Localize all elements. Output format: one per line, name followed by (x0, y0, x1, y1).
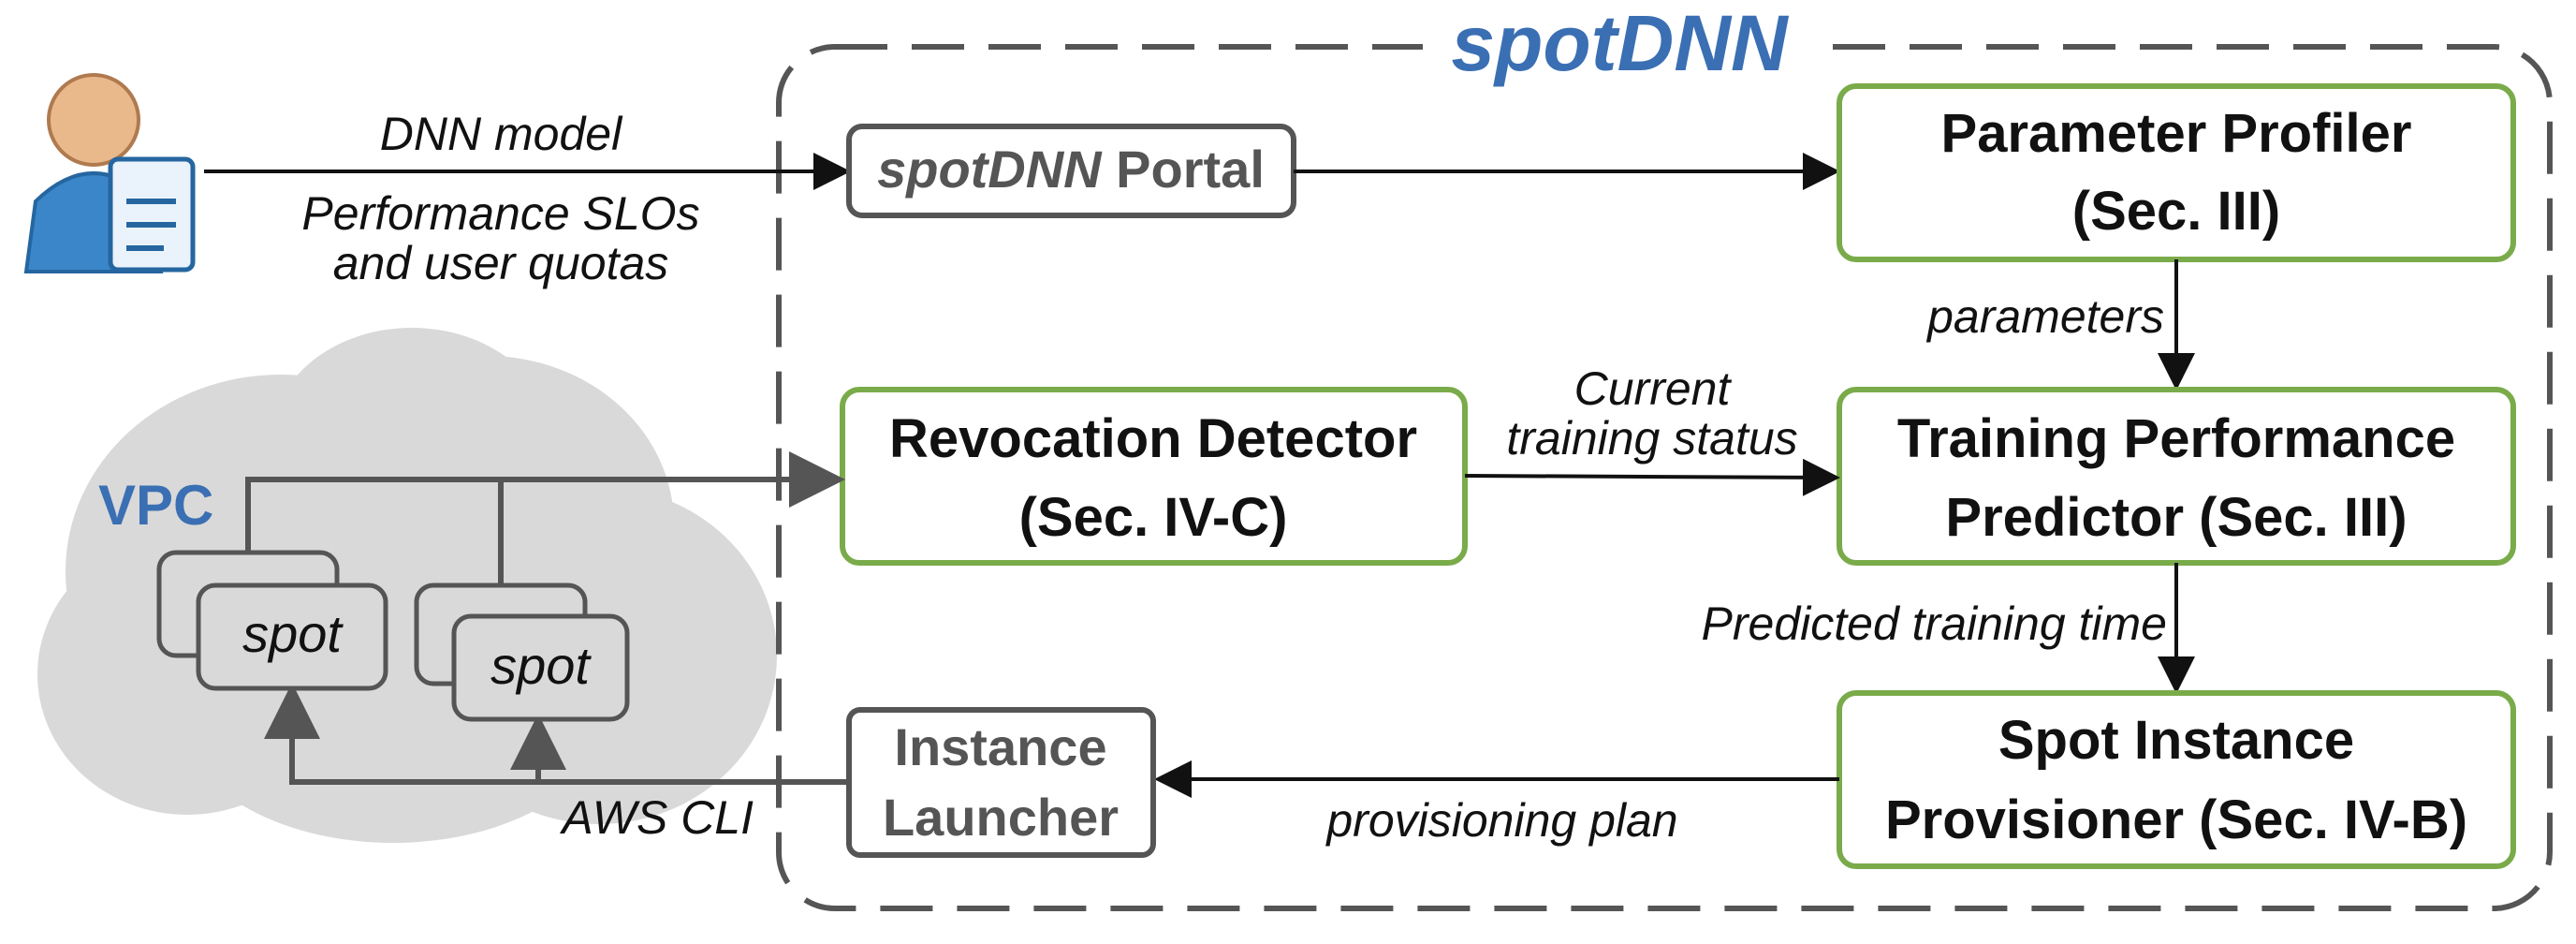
training-status-label: training status (1506, 412, 1797, 465)
portal-suffix: Portal (1102, 140, 1265, 199)
training-performance-predictor-box: Training Performance Predictor (Sec. III… (1837, 387, 2516, 566)
predictor-title: Training Performance (1897, 408, 2455, 469)
spot-instance-1-label: spot (242, 604, 344, 663)
title-backdrop (1423, 9, 1816, 84)
spot-instance-1: spot (156, 550, 388, 691)
profiler-title: Parameter Profiler (1941, 103, 2412, 164)
parameters-label: parameters (1925, 290, 2164, 343)
detector-to-predictor-arrow (1464, 458, 1840, 496)
vpc-label: VPC (98, 474, 213, 537)
provisioning-plan-label: provisioning plan (1325, 794, 1677, 847)
portal-box: spotDNN Portal (846, 124, 1296, 218)
predictor-section: Predictor (Sec. III) (1945, 487, 2407, 548)
slo-label: Performance SLOs (301, 187, 699, 240)
dnn-model-label: DNN model (380, 108, 623, 160)
launcher-to-spot-line (264, 683, 849, 785)
spot-instance-provisioner-box: Spot Instance Provisioner (Sec. IV-B) (1837, 690, 2516, 869)
aws-cli-label: AWS CLI (559, 791, 754, 844)
launcher-line1: Instance (894, 717, 1106, 776)
portal-prefix: spotDNN (877, 140, 1103, 199)
revocation-detector-box: Revocation Detector (Sec. IV-C) (840, 387, 1468, 566)
predicted-time-label: Predicted training time (1702, 597, 2167, 650)
detector-title: Revocation Detector (889, 408, 1417, 469)
launcher-line2: Launcher (883, 788, 1119, 847)
spot-to-detector-line (245, 451, 845, 553)
vpc-cloud: VPC (37, 328, 777, 843)
user-document-icon (23, 73, 196, 273)
quota-label: and user quotas (333, 237, 669, 289)
spot-instance-2-label: spot (490, 636, 592, 695)
instance-launcher-box: Instance Launcher (846, 707, 1156, 858)
spot-instance-2: spot (414, 583, 630, 722)
profiler-section: (Sec. III) (2072, 181, 2280, 242)
detector-section: (Sec. IV-C) (1019, 487, 1288, 548)
parameter-profiler-box: Parameter Profiler (Sec. III) (1837, 83, 2516, 262)
spotdnn-title: spotDNN (1451, 0, 1790, 87)
provisioner-section: Provisioner (Sec. IV-B) (1885, 789, 2467, 850)
svg-text:spotDNN Portal: spotDNN Portal (877, 140, 1265, 199)
current-label: Current (1574, 362, 1733, 415)
provisioner-title: Spot Instance (1998, 710, 2354, 771)
